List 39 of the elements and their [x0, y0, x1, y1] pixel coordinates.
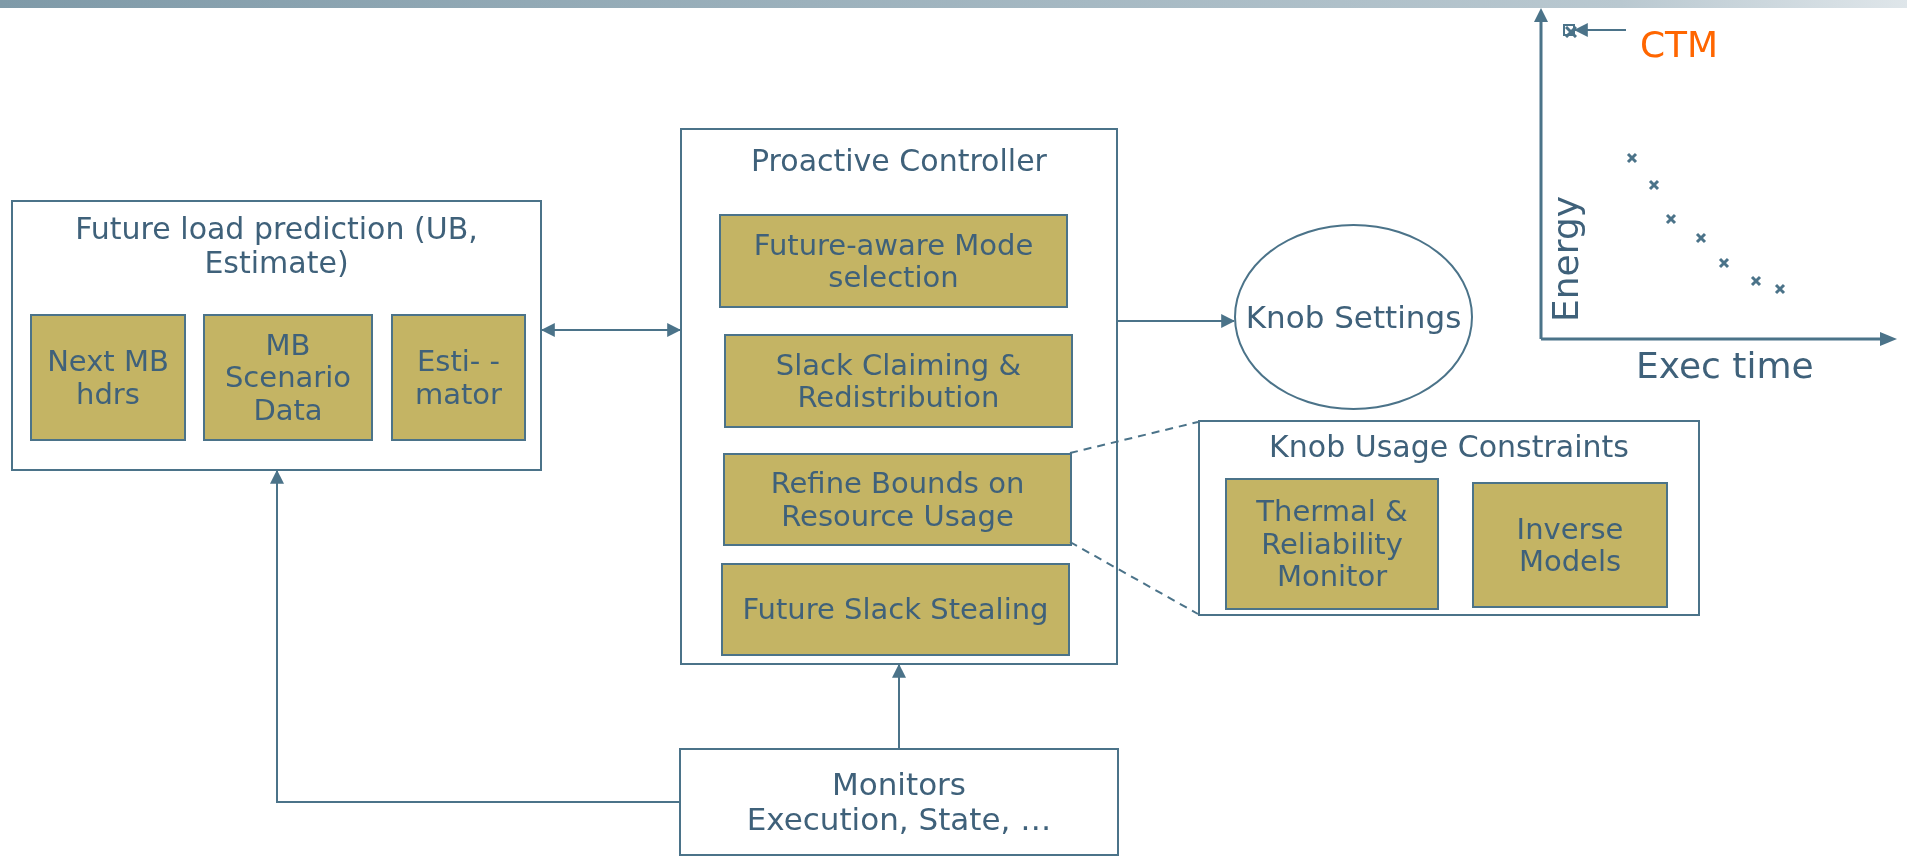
process-box — [719, 214, 1068, 308]
node-label: Slack Claiming & Redistribution — [774, 348, 1023, 414]
group-title: Future load prediction (UB, Estimate) — [74, 212, 479, 280]
process-box — [1472, 482, 1668, 608]
arrow — [1573, 23, 1627, 37]
group-box — [11, 200, 542, 471]
group-box — [680, 128, 1118, 665]
group-title: Proactive Controller — [750, 144, 1048, 178]
node-label: Future-aware Mode selection — [752, 228, 1035, 294]
dashed-line — [1069, 421, 1199, 454]
process-box — [1225, 478, 1439, 610]
dashed-line — [1069, 541, 1199, 615]
arrow — [1117, 314, 1236, 328]
node-sublabel: Execution, State, … — [745, 802, 1053, 837]
node-label: Inverse Models — [1515, 512, 1625, 578]
node-label: Esti- -mator — [413, 345, 504, 410]
node-label: Future Slack Stealing — [741, 593, 1050, 626]
node-label: Knob Settings — [1244, 299, 1463, 335]
node-label: Thermal & Reliability Monitor — [1255, 495, 1409, 593]
process-box — [30, 314, 186, 441]
callout-label: CTM — [1639, 24, 1719, 66]
node-label: Next MB hdrs — [46, 345, 170, 410]
axis-title: Energy — [1545, 195, 1586, 322]
process-box — [203, 314, 373, 441]
arrow — [892, 663, 906, 749]
arrow — [270, 469, 680, 803]
process-box — [721, 563, 1070, 656]
group-title: Knob Usage Constraints — [1268, 430, 1630, 464]
node-label: Monitors — [831, 767, 967, 802]
arrow — [540, 323, 682, 337]
process-box — [391, 314, 526, 441]
axis-title: Exec time — [1636, 345, 1814, 386]
group-box — [1198, 420, 1700, 616]
process-box — [679, 748, 1119, 856]
process-box — [723, 453, 1072, 546]
node-label: Refine Bounds on Resource Usage — [769, 467, 1026, 532]
process-box — [724, 334, 1073, 428]
node-label: MB Scenario Data — [223, 328, 353, 427]
data-point — [1563, 24, 1575, 36]
